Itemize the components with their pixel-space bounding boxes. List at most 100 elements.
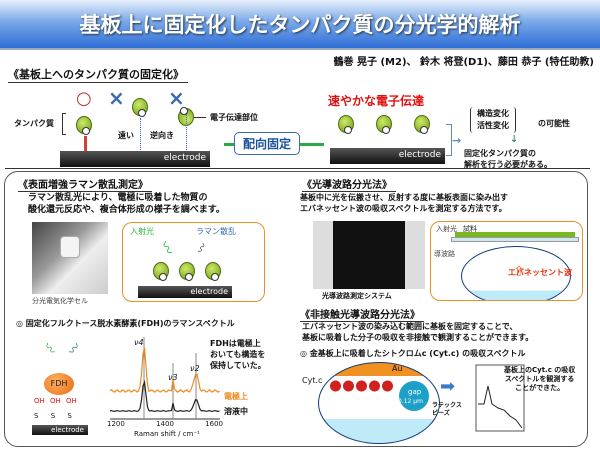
up-arrow: ⇧ bbox=[513, 264, 525, 280]
changes-box: 構造変化活性変化 bbox=[470, 107, 516, 133]
section-heading-waveguide: 《光導波路分光法》 bbox=[302, 176, 396, 192]
contact-arrow bbox=[84, 136, 87, 152]
protein-ball bbox=[76, 116, 92, 135]
spectrum-electrode bbox=[109, 347, 220, 393]
raman-spectrum bbox=[109, 337, 220, 420]
raman-description: ラマン散乱光により、電極に吸着した物質の酸化還元反応や、複合体形成の様子を調べま… bbox=[28, 192, 225, 216]
fdh-enzyme: FDH bbox=[44, 373, 74, 395]
cytc-note: 基板上のCyt.c の吸収スペクトルを観測することができた。 bbox=[504, 366, 575, 393]
incident-light-label: 入射光 bbox=[130, 227, 154, 236]
latex-bead-label: ラテックスビーズ bbox=[432, 402, 462, 418]
desc-line: 基板に吸着した分子の吸収を非接触で観測することができます。 bbox=[302, 333, 534, 342]
title-bar: 基板上に固定化したタンパク質の分光学的解析 bbox=[0, 0, 600, 50]
bracket bbox=[62, 113, 66, 135]
oh: OH bbox=[34, 397, 45, 405]
distance-line bbox=[140, 118, 141, 152]
peak-label-v3: ν3 bbox=[168, 373, 178, 382]
spectrum-solution bbox=[109, 379, 220, 413]
s: S bbox=[50, 412, 56, 420]
subheading-text: 金基板上に吸着したシトクロムc (Cyt.c) の吸収スペクトル bbox=[309, 349, 526, 358]
photo-caption: 分光電気化学セル bbox=[32, 297, 88, 305]
subheading-text: 固定化フルクトース脱水素酵素(FDH)のラマンスペクトル bbox=[25, 319, 235, 328]
fast-electron-transfer: 速やかな電子伝達 bbox=[328, 94, 425, 108]
conclusion: 固定化タンパク質の解析を行う必要がある。 bbox=[464, 148, 552, 170]
activity-change: 活性変化 bbox=[477, 121, 509, 130]
instrument-photo bbox=[313, 221, 425, 289]
good-mark: ○ bbox=[76, 88, 92, 109]
x-axis-label: Raman shift / cm⁻¹ bbox=[134, 430, 200, 438]
s-groups: S S S bbox=[34, 412, 72, 420]
desc-line: ラマン散乱光により、電極に吸着した物質の bbox=[28, 193, 208, 203]
absorption-spectrum bbox=[475, 364, 525, 432]
gap-size: 0.12 μm bbox=[398, 398, 423, 405]
peak-label-v4: ν4 bbox=[134, 338, 144, 347]
incident-label: 入射光 bbox=[436, 225, 457, 233]
s: S bbox=[34, 412, 39, 420]
arrow-right: → bbox=[452, 134, 462, 147]
section-heading-immobilization: 《基板上へのタンパク質の固定化》 bbox=[8, 66, 188, 83]
instrument-caption: 光導波路測定システム bbox=[322, 292, 392, 300]
distance-line bbox=[186, 114, 187, 152]
x-tick: 1600 bbox=[205, 420, 223, 428]
waveguide-label: 導波路 bbox=[434, 250, 455, 258]
sample-label: 試料 bbox=[463, 225, 477, 233]
reverse-label: 逆向き bbox=[150, 131, 174, 140]
noncontact-diagram bbox=[318, 362, 440, 444]
latex-bead bbox=[399, 381, 429, 411]
legend-electrode: 電極上 bbox=[224, 392, 248, 401]
waveguide-layer bbox=[451, 237, 579, 242]
au-label: Au bbox=[392, 364, 403, 373]
note-line: FDHは電極上 bbox=[210, 339, 261, 348]
structure-change: 構造変化 bbox=[477, 109, 509, 118]
fdh-note: FDHは電極上おいても構造を保持していた。 bbox=[210, 338, 266, 371]
note-line: 基板上のCyt.c の吸収 bbox=[504, 366, 576, 374]
bad-mark: × bbox=[108, 86, 125, 110]
evanescent-label: エバネッセント波 bbox=[508, 268, 572, 277]
note-line: ことができた。 bbox=[515, 384, 565, 392]
protein-ball bbox=[414, 115, 430, 134]
s: S bbox=[67, 412, 72, 420]
electrode: electrode bbox=[60, 151, 210, 167]
raman-subheading: ◎ 固定化フルクトース脱水素酵素(FDH)のラマンスペクトル bbox=[16, 319, 235, 328]
cell-photo bbox=[32, 222, 108, 294]
conclusion-line: 解析を行う必要がある。 bbox=[464, 160, 552, 169]
cell-shape bbox=[60, 236, 80, 258]
desc-line: 酸化還元反応や、複合体形成の様子を調べます。 bbox=[28, 205, 225, 215]
protein-label: タンパク質 bbox=[14, 119, 54, 128]
electrode: electrode bbox=[138, 286, 232, 298]
legend-solution: 溶液中 bbox=[224, 407, 248, 416]
right-arrow: ➡ bbox=[440, 376, 456, 397]
protein-ball bbox=[179, 262, 195, 281]
sample-layer bbox=[455, 232, 575, 237]
protein-ball bbox=[338, 115, 354, 134]
methods-panel bbox=[4, 171, 588, 447]
cytc-molecules bbox=[329, 379, 395, 393]
bracket bbox=[446, 124, 452, 156]
far-label: 遠い bbox=[118, 131, 134, 140]
protein-ball bbox=[205, 262, 221, 281]
oh: OH bbox=[66, 397, 77, 405]
possibility: の可能性 bbox=[538, 119, 570, 128]
divider bbox=[5, 168, 590, 169]
gap-label: gap bbox=[408, 388, 422, 396]
electrode: electrode bbox=[32, 425, 88, 435]
peak-label-v2: ν2 bbox=[190, 364, 200, 373]
raman-scatter-label: ラマン散乱 bbox=[196, 227, 236, 236]
note-line: スペクトルを観測する bbox=[504, 375, 575, 383]
note-line: 保持していた。 bbox=[210, 361, 266, 370]
note-line: おいても構造を bbox=[210, 350, 266, 359]
bad-mark: × bbox=[168, 86, 185, 110]
protein-ball bbox=[376, 115, 392, 134]
protein-ball bbox=[153, 262, 169, 281]
cytc-subheading: ◎ 金基板上に吸着したシトクロムc (Cyt.c) の吸収スペクトル bbox=[300, 349, 526, 358]
protein-ball bbox=[132, 98, 148, 117]
oh: OH bbox=[50, 397, 61, 405]
desc-line: エバネッセント波の吸収スペクトルを測定する方法です。 bbox=[300, 204, 507, 213]
site-label: 電子伝達部位 bbox=[210, 113, 258, 122]
desc-line: 基板中に光を伝搬させ、反射する度に基板表面に染み出す bbox=[300, 193, 508, 202]
latex-line: ラテックス bbox=[432, 402, 462, 409]
orient-fixation-label: 配向固定 bbox=[234, 132, 301, 155]
x-tick: 1400 bbox=[156, 420, 174, 428]
conclusion-line: 固定化タンパク質の bbox=[464, 149, 536, 158]
